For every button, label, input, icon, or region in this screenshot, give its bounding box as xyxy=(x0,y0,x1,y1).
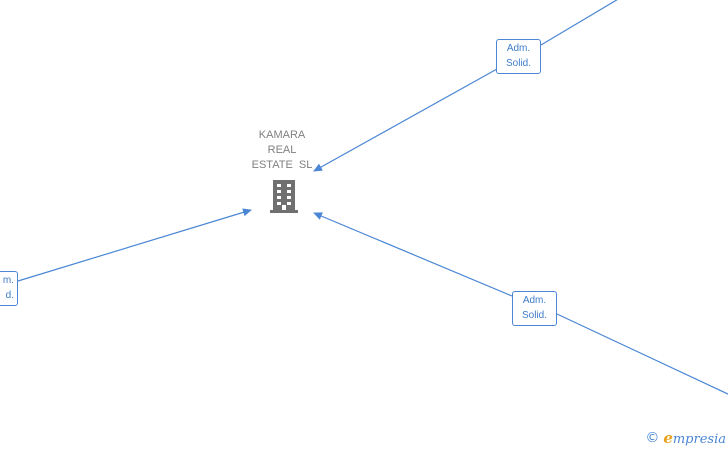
company-name[interactable]: KAMARA REAL ESTATE SL xyxy=(232,128,332,173)
brand-logo: empresia xyxy=(663,429,726,447)
copyright-icon: © xyxy=(645,430,660,446)
relation-role-line-1: Adm. xyxy=(522,295,547,306)
relation-label-top[interactable]: Adm. Solid. xyxy=(496,39,541,74)
relation-role-line-2: Solid. xyxy=(505,58,531,69)
company-name-line-1: KAMARA xyxy=(258,129,306,141)
building-icon[interactable] xyxy=(268,178,300,214)
company-name-line-2: REAL xyxy=(267,144,297,156)
company-name-line-3: ESTATE SL xyxy=(251,159,313,171)
relation-label-left[interactable]: m. d. xyxy=(0,271,18,306)
relation-label-bottom[interactable]: Adm. Solid. xyxy=(512,291,557,326)
edge-left-arrow xyxy=(17,208,252,282)
empresia-watermark[interactable]: © empresia xyxy=(645,428,726,448)
relation-role-line-2: d. xyxy=(5,290,14,301)
relation-role-line-2: Solid. xyxy=(521,310,547,321)
edge-bottom xyxy=(556,313,728,395)
relation-role-line-1: m. xyxy=(2,275,14,286)
edge-top xyxy=(540,0,618,46)
relation-role-line-1: Adm. xyxy=(506,43,531,54)
edge-top-arrow xyxy=(313,68,498,172)
brand-rest: mpresia xyxy=(672,432,726,447)
edge-bottom-arrow xyxy=(313,212,513,297)
brand-first-letter: e xyxy=(663,429,673,447)
